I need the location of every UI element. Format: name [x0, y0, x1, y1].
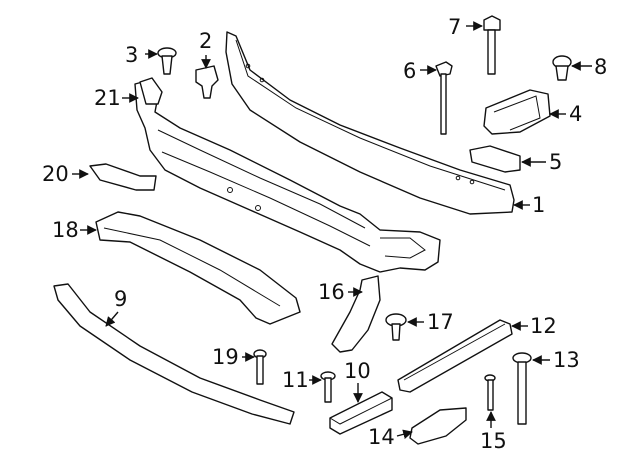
part-15-stud[interactable]	[484, 374, 496, 411]
part-7-bolt[interactable]	[483, 15, 501, 75]
callout-5: 5	[549, 150, 562, 174]
callout-2: 2	[199, 29, 212, 53]
part-12-rail[interactable]	[397, 319, 513, 393]
callout-1: 1	[532, 193, 545, 217]
callout-6: 6	[403, 59, 416, 83]
callout-12: 12	[530, 314, 557, 338]
callout-18: 18	[52, 218, 79, 242]
callout-9: 9	[114, 287, 127, 311]
part-1-bumper-strip[interactable]	[225, 31, 515, 215]
part-8-nut[interactable]	[552, 55, 572, 81]
part-9-lower-strip[interactable]	[53, 283, 295, 425]
part-6-bolt[interactable]	[435, 61, 453, 135]
part-impact-bar[interactable]	[134, 79, 441, 273]
part-4-bracket[interactable]	[483, 89, 551, 135]
part-13-bolt[interactable]	[512, 352, 532, 425]
part-5-plate[interactable]	[469, 145, 521, 173]
part-16-bracket[interactable]	[331, 275, 381, 353]
leader-9	[105, 311, 119, 327]
callout-3: 3	[125, 43, 138, 67]
callout-labels: 1 2 3 4 5 6 7 8 9 10 11 12 13 14 15 16 1…	[42, 15, 607, 453]
part-19-stud[interactable]	[253, 349, 267, 385]
callout-14: 14	[368, 425, 395, 449]
callout-16: 16	[318, 280, 345, 304]
part-14-bracket[interactable]	[409, 407, 467, 445]
callout-11: 11	[282, 368, 309, 392]
callout-13: 13	[553, 348, 580, 372]
part-2-clip[interactable]	[195, 65, 219, 99]
callout-10: 10	[344, 359, 371, 383]
callout-7: 7	[448, 15, 461, 39]
part-17-bolt[interactable]	[385, 313, 407, 341]
leader-14	[396, 429, 413, 440]
callout-20: 20	[42, 162, 69, 186]
callout-19: 19	[212, 345, 239, 369]
callout-21: 21	[94, 86, 121, 110]
part-18-lower-bracket[interactable]	[95, 211, 301, 325]
part-21-end-piece[interactable]	[139, 77, 163, 105]
callout-17: 17	[427, 310, 454, 334]
part-11-bolt[interactable]	[320, 371, 336, 403]
part-3-push-pin[interactable]	[157, 47, 177, 75]
leader-lines	[72, 21, 592, 440]
callout-8: 8	[594, 55, 607, 79]
callout-4: 4	[569, 102, 582, 126]
part-10-block[interactable]	[329, 391, 393, 435]
part-20-small-bracket[interactable]	[89, 163, 157, 191]
callout-15: 15	[480, 429, 507, 453]
